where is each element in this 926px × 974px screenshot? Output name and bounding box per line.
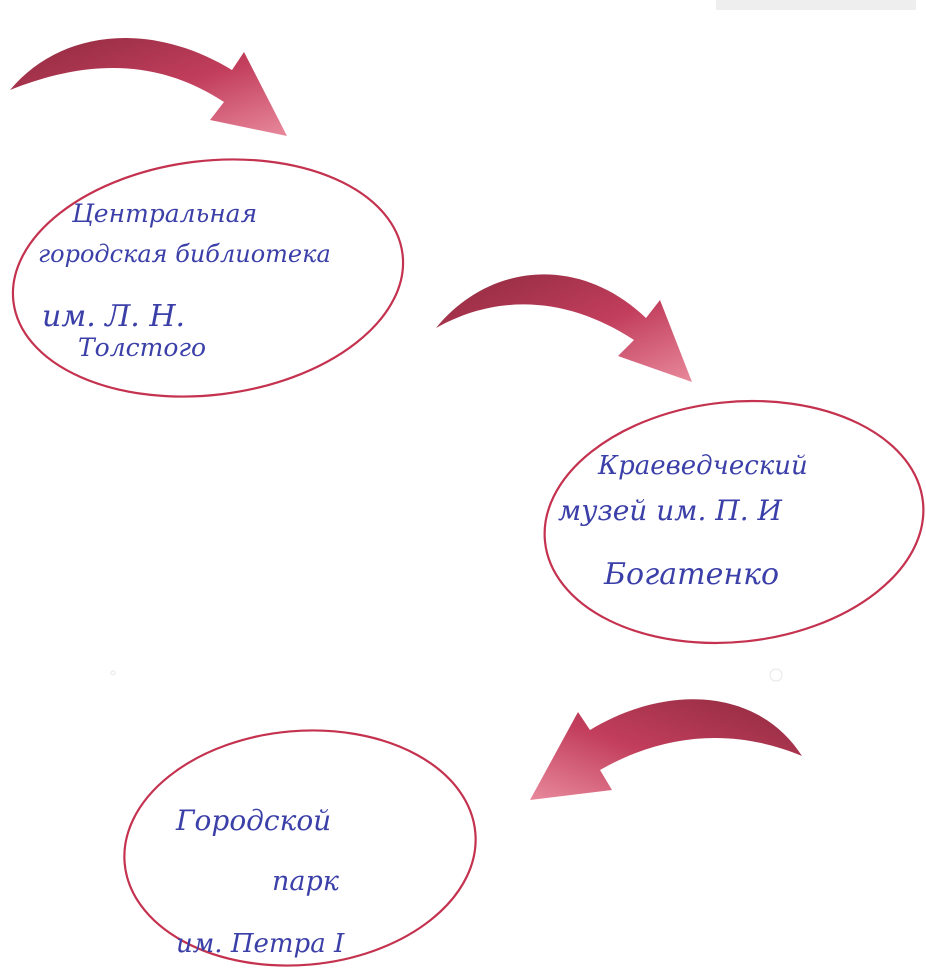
node-library: Центральная городская библиотека им. Л. … [11, 158, 405, 398]
node-text-line: Краеведческий [597, 451, 808, 481]
node-text-line: парк [272, 866, 340, 897]
curved-arrow-icon [530, 699, 802, 800]
node-oval [123, 729, 477, 967]
node-text-line: Городской [175, 804, 331, 837]
scan-speck [110, 670, 116, 676]
arrow-into-library [10, 37, 287, 136]
arrow-library-to-museum [436, 274, 692, 382]
node-text-line: Толстого [78, 333, 206, 362]
scan-residue [716, 0, 916, 10]
curved-arrow-icon [436, 274, 692, 382]
node-text-line: музей им. П. И [558, 494, 783, 527]
node-text-line: городская библиотека [38, 240, 331, 268]
curved-arrow-icon [10, 37, 287, 136]
node-text-line: им. Л. Н. [42, 299, 185, 334]
arrow-museum-to-park [530, 699, 802, 800]
node-oval [543, 399, 925, 645]
node-text-line: Богатенко [603, 557, 779, 592]
node-text-line: им. Петра I [176, 929, 345, 959]
node-museum: Краеведческий музей им. П. И Богатенко [543, 399, 925, 645]
node-oval [11, 158, 405, 398]
node-text-line: Центральная [71, 199, 257, 228]
scan-speck [769, 668, 783, 682]
node-park: Городской парк им. Петра I [123, 729, 477, 967]
